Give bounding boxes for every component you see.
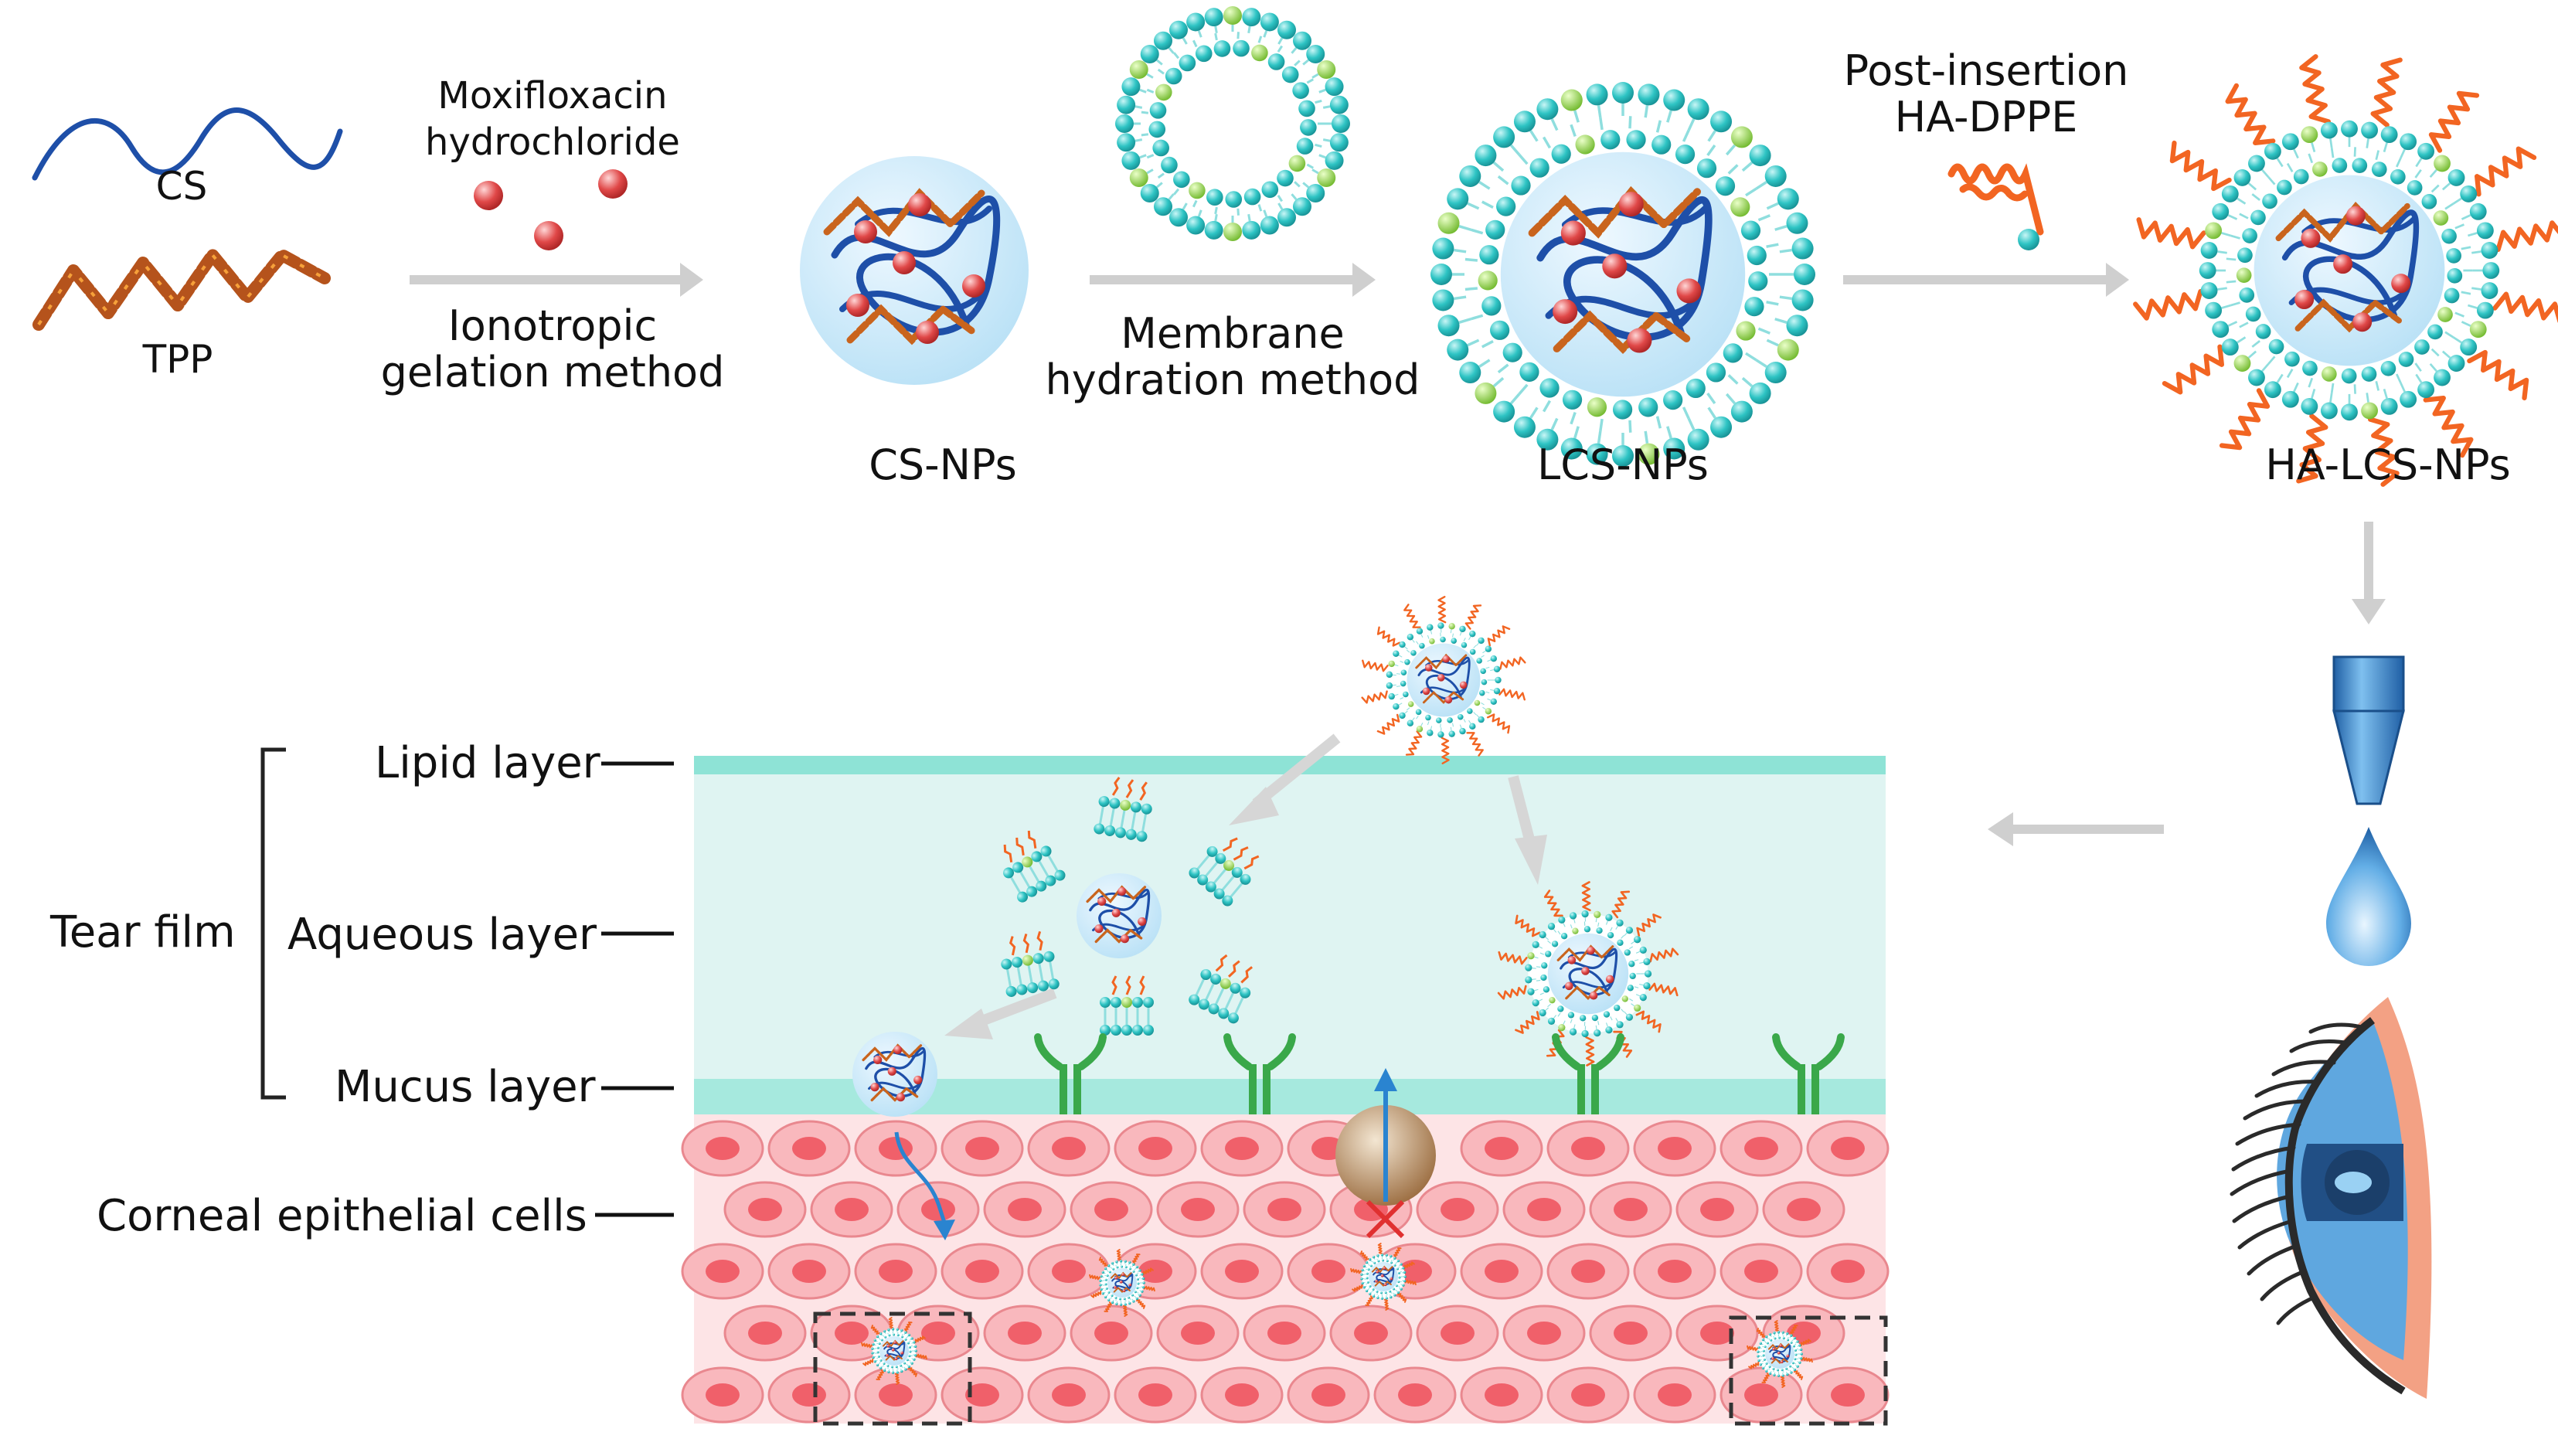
arrow-disintegration xyxy=(1252,733,1341,808)
eye-drop-icon xyxy=(2326,827,2411,966)
ha-dppe-molecule xyxy=(1947,163,2044,250)
lipid-fragments xyxy=(1001,777,1260,1036)
arrow-to-mucus xyxy=(971,988,1057,1029)
ha-lcs-nanoparticle xyxy=(2133,54,2558,487)
empty-liposome xyxy=(1115,6,1350,241)
drug-molecule xyxy=(598,169,628,199)
mucus-layer-label: Mucus layer xyxy=(335,1062,597,1112)
step2-label-line1: Membrane xyxy=(1121,309,1344,358)
drug-label-line1: Moxifloxacin xyxy=(437,74,667,117)
intact-ha-lcs-nanoparticle xyxy=(1497,881,1679,1066)
lcs-nps-label: LCS-NPs xyxy=(1537,441,1709,489)
incoming-ha-lcs-nanoparticle xyxy=(1361,596,1526,764)
cs-nps-label: CS-NPs xyxy=(869,441,1017,489)
arrow-intact xyxy=(1508,775,1536,844)
cs-label: CS xyxy=(156,164,208,209)
lipid-layer-label: Lipid layer xyxy=(375,738,601,788)
drug-molecule xyxy=(534,221,563,250)
tear-film-bracket xyxy=(260,747,286,1100)
tear-film-label: Tear film xyxy=(49,907,236,958)
step3-label-line1: Post-insertion xyxy=(1844,46,2129,95)
tpp-label: TPP xyxy=(142,337,213,382)
internalized-nanoparticles xyxy=(861,1243,1813,1388)
step2-label-line2: hydration method xyxy=(1046,355,1420,404)
ha-lcs-nps-label: HA-LCS-NPs xyxy=(2265,441,2511,489)
cs-nanoparticle xyxy=(800,156,1029,385)
tight-junction-channel xyxy=(1335,1068,1436,1239)
drug-molecule xyxy=(474,181,503,210)
eye-dropper-icon xyxy=(2332,655,2405,805)
aqueous-layer-label: Aqueous layer xyxy=(287,910,597,960)
dashed-box-right xyxy=(1729,1315,1888,1426)
dashed-box-left xyxy=(813,1311,972,1426)
corneal-epithelial-cells xyxy=(681,1120,1890,1424)
step1-label-line1: Ionotropic xyxy=(448,301,657,350)
step1-label-line2: gelation method xyxy=(381,348,725,396)
step3-label-line2: HA-DPPE xyxy=(1895,93,2078,141)
cd44-receptors xyxy=(1034,1033,1845,1114)
drug-label-line2: hydrochloride xyxy=(425,121,680,164)
tpp-chain xyxy=(32,249,331,331)
drug-penetration-arrow xyxy=(894,1131,947,1223)
cs-nanoparticle-on-mucus xyxy=(852,1032,937,1117)
released-cs-nanoparticle xyxy=(1077,873,1162,958)
corneal-cells-label: Corneal epithelial cells xyxy=(97,1191,587,1241)
eye-icon xyxy=(2230,997,2432,1399)
cs-chain xyxy=(32,107,343,181)
aqueous-layer-region xyxy=(694,756,1886,1079)
lcs-nanoparticle xyxy=(1430,82,1815,467)
